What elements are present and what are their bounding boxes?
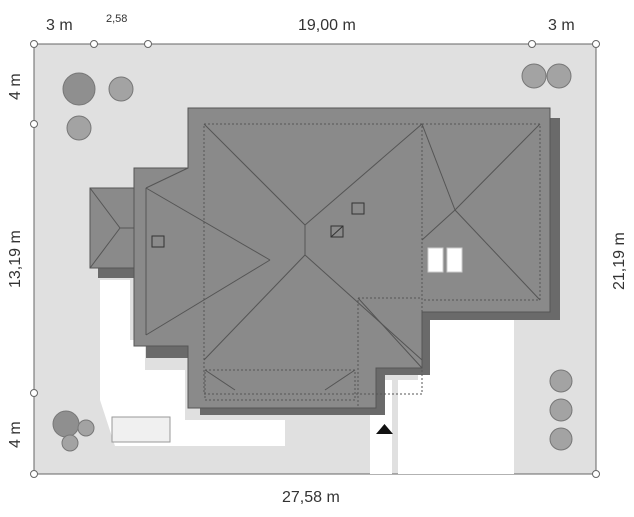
tree xyxy=(77,419,95,437)
dim-bottom-total: 27,58 m xyxy=(282,489,340,506)
tree xyxy=(52,410,80,438)
tree xyxy=(61,434,79,452)
tree xyxy=(549,369,573,393)
chimney xyxy=(151,235,165,248)
tree xyxy=(546,63,572,89)
dim-right-total: 21,19 m xyxy=(611,232,628,290)
dim-left-bottom: 4 m xyxy=(7,421,24,448)
skylight xyxy=(446,247,463,273)
tree xyxy=(549,398,573,422)
tree xyxy=(62,72,96,106)
tree xyxy=(66,115,92,141)
trees xyxy=(52,63,573,452)
tree xyxy=(549,427,573,451)
dimension-lines xyxy=(33,43,597,475)
dimension-ticks xyxy=(30,40,600,478)
dim-left-top: 4 m xyxy=(7,73,24,100)
dim-top-left: 3 m xyxy=(46,17,73,34)
chimney xyxy=(351,202,365,215)
tree xyxy=(108,76,134,102)
paved-areas xyxy=(100,280,514,474)
dim-left-mid: 13,19 m xyxy=(7,230,24,288)
roof-features xyxy=(151,202,463,273)
dim-top-small: 2,58 xyxy=(106,13,127,25)
dim-top-main: 19,00 m xyxy=(298,17,356,34)
roof-lines xyxy=(89,123,541,409)
dim-top-right: 3 m xyxy=(548,17,575,34)
tree xyxy=(521,63,547,89)
skylight xyxy=(427,247,444,273)
entrance-marker xyxy=(376,424,393,434)
chimney xyxy=(330,225,344,238)
